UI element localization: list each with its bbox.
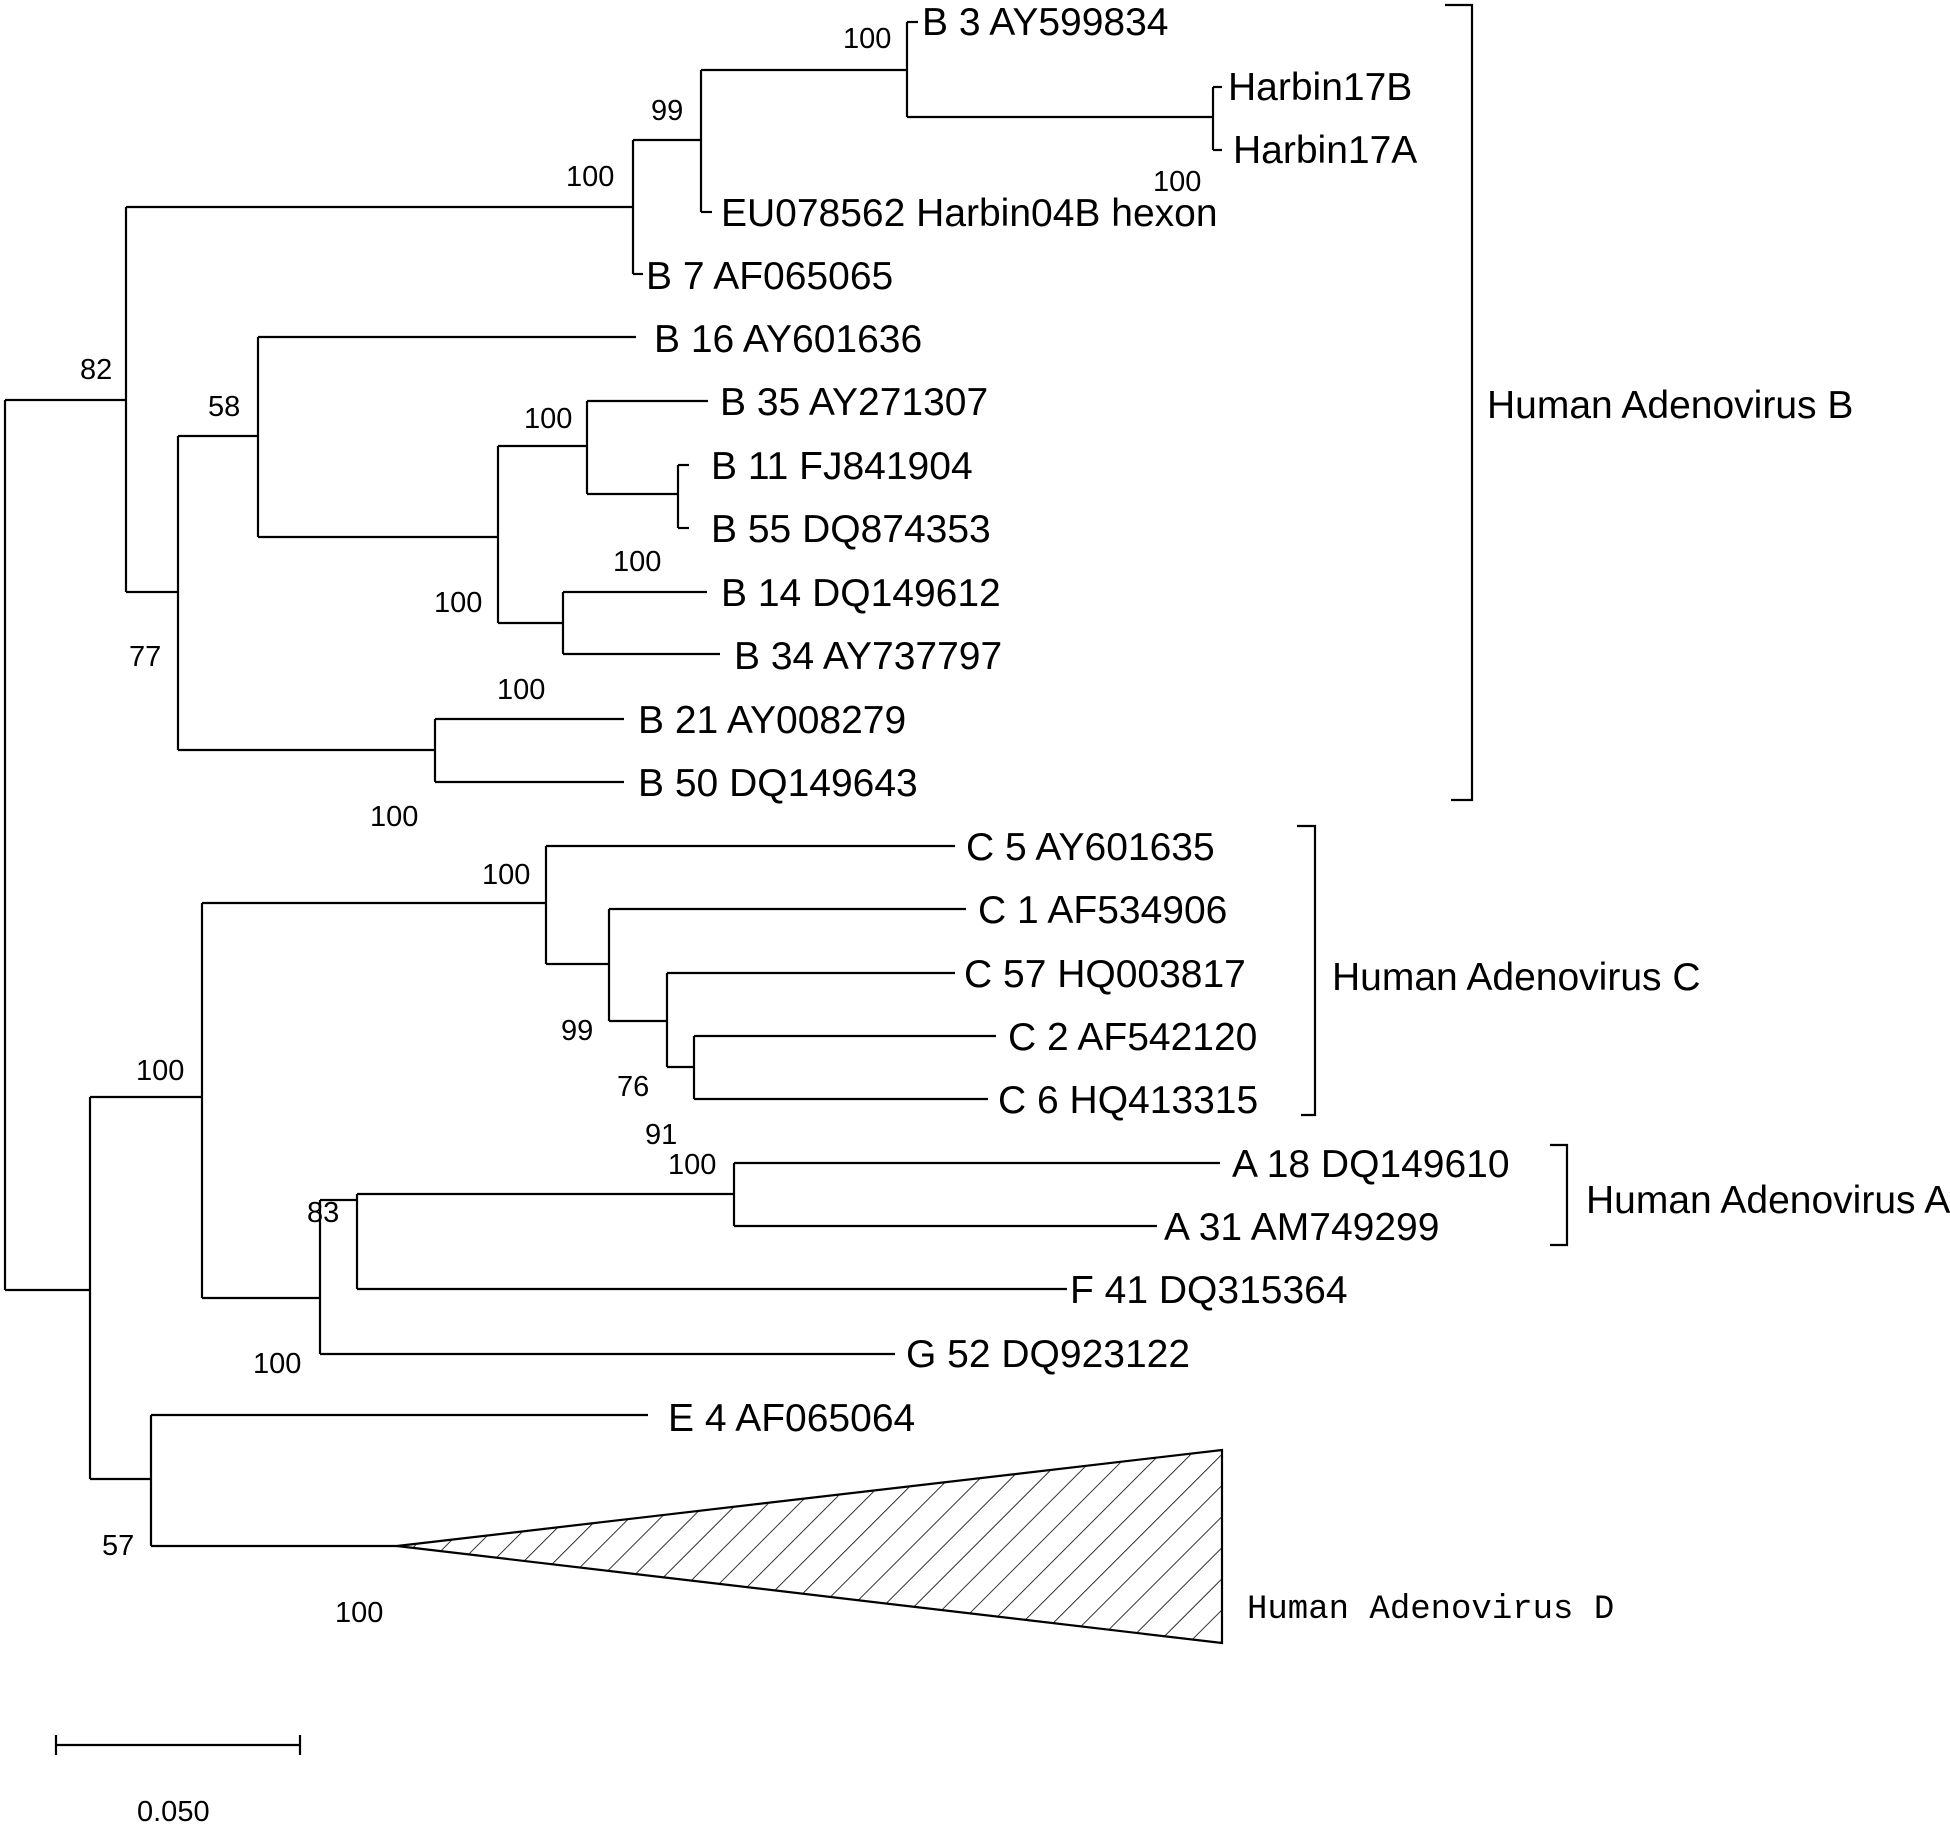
bracket-hadv-b bbox=[1445, 3, 1474, 802]
group-label-hadv-a: Human Adenovirus A bbox=[1586, 1179, 1950, 1222]
collapsed-clade-d-triangle bbox=[396, 1448, 1224, 1645]
bootstrap-value: 99 bbox=[651, 95, 683, 127]
leaf-label-b50: B 50 DQ149643 bbox=[638, 762, 918, 805]
leaf-label-c1: C 1 AF534906 bbox=[978, 889, 1227, 932]
bootstrap-value: 91 bbox=[645, 1119, 677, 1151]
bootstrap-value: 77 bbox=[129, 641, 161, 673]
bootstrap-value: 100 bbox=[497, 674, 545, 706]
bracket-hadv-c bbox=[1297, 824, 1317, 1117]
group-label-hadv-d: Human Adenovirus D bbox=[1247, 1591, 1614, 1629]
bootstrap-value: 100 bbox=[843, 23, 891, 55]
leaf-label-b21: B 21 AY008279 bbox=[638, 699, 906, 742]
bootstrap-value: 100 bbox=[524, 403, 572, 435]
bootstrap-labels: 100 100 99 100 82 58 100 100 100 77 100 … bbox=[80, 23, 1201, 1629]
group-label-hadv-c: Human Adenovirus C bbox=[1332, 956, 1701, 999]
bootstrap-value: 100 bbox=[370, 801, 418, 833]
bootstrap-value: 100 bbox=[482, 859, 530, 891]
leaf-label-b7: B 7 AF065065 bbox=[646, 255, 893, 298]
scale-bar: 0.050 bbox=[54, 1735, 302, 1825]
leaf-label-b35: B 35 AY271307 bbox=[720, 381, 988, 424]
bootstrap-value: 58 bbox=[208, 391, 240, 423]
bracket-hadv-a bbox=[1550, 1143, 1569, 1247]
group-brackets bbox=[1297, 3, 1569, 1247]
bootstrap-value: 100 bbox=[434, 587, 482, 619]
bootstrap-value: 100 bbox=[335, 1597, 383, 1629]
bootstrap-value: 100 bbox=[253, 1348, 301, 1380]
bootstrap-value: 100 bbox=[1153, 166, 1201, 198]
bootstrap-value: 100 bbox=[613, 546, 661, 578]
bootstrap-value: 100 bbox=[136, 1055, 184, 1087]
tree-branches bbox=[3, 20, 1222, 1548]
leaf-label-a18: A 18 DQ149610 bbox=[1232, 1143, 1510, 1186]
bootstrap-value: 83 bbox=[307, 1197, 339, 1229]
bootstrap-value: 57 bbox=[102, 1530, 134, 1562]
leaf-label-b11: B 11 FJ841904 bbox=[711, 445, 973, 488]
bootstrap-value: 99 bbox=[561, 1015, 593, 1047]
group-labels: Human Adenovirus B Human Adenovirus C Hu… bbox=[1247, 384, 1950, 1629]
bootstrap-value: 100 bbox=[566, 161, 614, 193]
leaf-label-c5: C 5 AY601635 bbox=[966, 826, 1215, 869]
leaf-label-f41: F 41 DQ315364 bbox=[1070, 1269, 1348, 1312]
scale-bar-line bbox=[54, 1735, 302, 1755]
bootstrap-value: 100 bbox=[668, 1149, 716, 1181]
bootstrap-value: 76 bbox=[617, 1071, 649, 1103]
leaf-labels: B 3 AY599834 Harbin17B Harbin17A EU07856… bbox=[638, 1, 1510, 1440]
leaf-label-g52: G 52 DQ923122 bbox=[906, 1333, 1190, 1376]
group-label-hadv-b: Human Adenovirus B bbox=[1487, 384, 1853, 427]
leaf-label-b55: B 55 DQ874353 bbox=[711, 508, 991, 551]
leaf-label-b3: B 3 AY599834 bbox=[922, 1, 1169, 44]
leaf-label-c6: C 6 HQ413315 bbox=[998, 1079, 1258, 1122]
bootstrap-value: 82 bbox=[80, 354, 112, 386]
leaf-label-e4: E 4 AF065064 bbox=[668, 1397, 915, 1440]
leaf-label-a31: A 31 AM749299 bbox=[1164, 1206, 1439, 1249]
leaf-label-b34: B 34 AY737797 bbox=[734, 635, 1002, 678]
scale-bar-label: 0.050 bbox=[137, 1796, 210, 1825]
leaf-label-harbin17b: Harbin17B bbox=[1228, 66, 1412, 109]
leaf-label-eu078562: EU078562 Harbin04B hexon bbox=[721, 192, 1218, 235]
leaf-label-c2: C 2 AF542120 bbox=[1008, 1016, 1257, 1059]
leaf-label-b16: B 16 AY601636 bbox=[654, 318, 922, 361]
leaf-label-b14: B 14 DQ149612 bbox=[721, 572, 1001, 615]
leaf-label-harbin17a: Harbin17A bbox=[1233, 129, 1417, 172]
leaf-label-c57: C 57 HQ003817 bbox=[964, 953, 1246, 996]
